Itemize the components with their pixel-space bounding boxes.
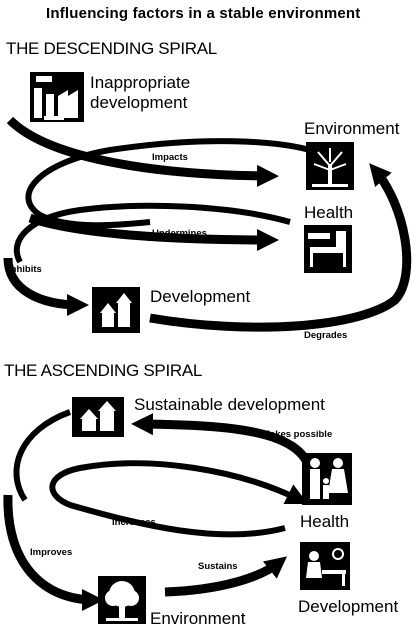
arrow-impacts [6, 116, 279, 187]
arrow-degrades [149, 163, 412, 332]
arrow-inhibits [3, 257, 89, 316]
label-undermines: Undermines [152, 228, 207, 239]
arrow-sustains [164, 556, 288, 597]
label-degrades: Degrades [304, 330, 348, 341]
arrow-spiral-back-1 [25, 138, 332, 229]
node-sustainable-development: Sustainable development [134, 395, 325, 414]
label-increases: Increases [112, 517, 156, 528]
arrow-spiral-back-2 [13, 202, 291, 264]
arrow-increases [49, 460, 309, 538]
tree-icon [98, 576, 146, 624]
node-inappropriate-line1: Inappropriate [90, 73, 191, 92]
node-environment-desc: Environment [304, 119, 400, 138]
label-impacts: Impacts [152, 152, 188, 163]
node-health-desc: Health [304, 203, 354, 222]
diagram-title: Influencing factors in a stable environm… [46, 5, 361, 22]
node-development-desc: Development [150, 287, 251, 306]
descending-spiral-arrows [3, 116, 412, 332]
node-environment-asc: Environment [150, 609, 246, 628]
label-makes-possible: Makes possible [262, 429, 333, 440]
factory-icon [30, 72, 84, 122]
family-icon [302, 453, 352, 505]
hospital-bed-icon [304, 225, 352, 273]
node-health-asc: Health [300, 512, 350, 531]
houses-icon [92, 287, 140, 333]
node-inappropriate-line2: development [90, 93, 188, 112]
arrow-spiral-loop-top [13, 409, 72, 502]
node-development-asc: Development [298, 597, 399, 616]
houses-icon [72, 397, 124, 437]
ascending-spiral-arrows [3, 409, 315, 611]
descending-heading: THE DESCENDING SPIRAL [6, 39, 217, 58]
tree-icon [306, 142, 354, 190]
label-inhibits: Inhibits [8, 264, 42, 275]
label-improves: Improves [30, 547, 73, 558]
arrow-undermines [28, 213, 279, 251]
ascending-heading: THE ASCENDING SPIRAL [4, 361, 203, 380]
label-sustains: Sustains [198, 561, 238, 572]
person-at-table-icon [300, 542, 350, 590]
arrow-improves [3, 494, 104, 611]
